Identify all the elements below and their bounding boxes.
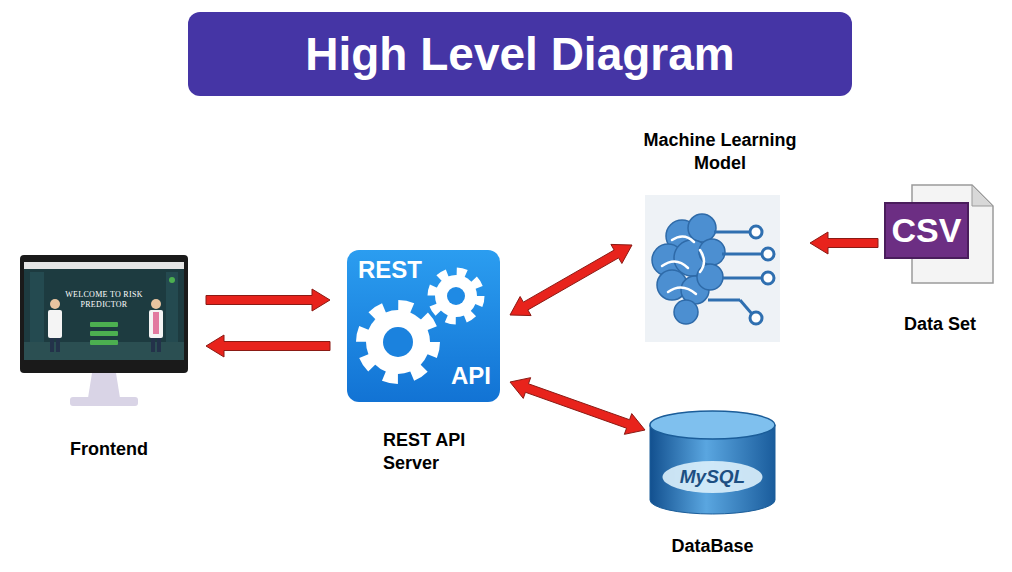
dataset-node: CSV Data Set [878, 180, 1004, 340]
node-label: Machine Learning Model [632, 129, 808, 175]
title-banner: High Level Diagram [188, 12, 852, 96]
file-fold [972, 185, 993, 206]
doctor-head [151, 299, 161, 309]
cylinder-top [650, 411, 775, 439]
screen-text: WELCOME TO RISK PREDICTOR [59, 290, 149, 310]
monitor-base [70, 397, 138, 406]
doctor-coat [149, 310, 163, 338]
doctor-leg [157, 338, 161, 352]
screen-button [90, 322, 118, 327]
ml-model-node: Machine Learning Model [632, 125, 810, 347]
api-tile [347, 250, 500, 402]
connector-arrow [810, 232, 878, 254]
doctor-head [50, 299, 60, 309]
csv-banner [885, 203, 968, 258]
icon-text: CSV [885, 203, 968, 258]
connector-arrow [510, 378, 645, 435]
gear-hole [383, 327, 413, 357]
screen-button [90, 340, 118, 345]
icon-ground [645, 195, 780, 342]
monitor-frame [20, 255, 188, 373]
api-server-node: REST API REST API Server [330, 245, 510, 480]
frontend-node: WELCOME TO RISK PREDICTOR Frontend [14, 250, 206, 465]
database-node: MySQL DataBase [645, 405, 782, 562]
gear-body [366, 310, 430, 374]
screen-decor [30, 272, 44, 342]
icon-text: MySQL [645, 466, 780, 488]
icon-text: REST [358, 256, 428, 284]
csv-file-icon [885, 185, 993, 283]
screen-button [90, 331, 118, 336]
doctor-leg [151, 338, 155, 352]
gear-teeth [432, 272, 480, 320]
connector-arrow [510, 244, 632, 315]
gear-body [435, 275, 477, 317]
diagram-title: High Level Diagram [305, 12, 734, 96]
monitor-stand [88, 373, 120, 398]
database-cylinder [650, 411, 775, 514]
brain-folds [662, 236, 704, 294]
monitor-screen [24, 262, 184, 360]
icon-text: API [451, 362, 501, 390]
rest-api-icon [347, 250, 500, 402]
circuit-lines [708, 226, 774, 324]
ml-brain-icon [645, 195, 780, 342]
doctor-leg [50, 338, 54, 352]
doctor-coat [48, 310, 62, 338]
node-label: Data Set [878, 313, 1002, 336]
doctor-leg [56, 338, 60, 352]
gear-teeth [362, 306, 434, 378]
screen-dot [169, 277, 175, 283]
node-label: DataBase [645, 535, 780, 558]
node-label: REST API Server [383, 429, 483, 475]
connector-arrow [206, 289, 330, 311]
connector-arrow [206, 335, 330, 357]
gear-hole [447, 287, 465, 305]
screen-decor [166, 272, 178, 342]
browser-bar [24, 262, 184, 269]
monitor-icon [20, 255, 188, 406]
doctor-shirt [153, 312, 159, 334]
node-label: Frontend [14, 438, 204, 461]
